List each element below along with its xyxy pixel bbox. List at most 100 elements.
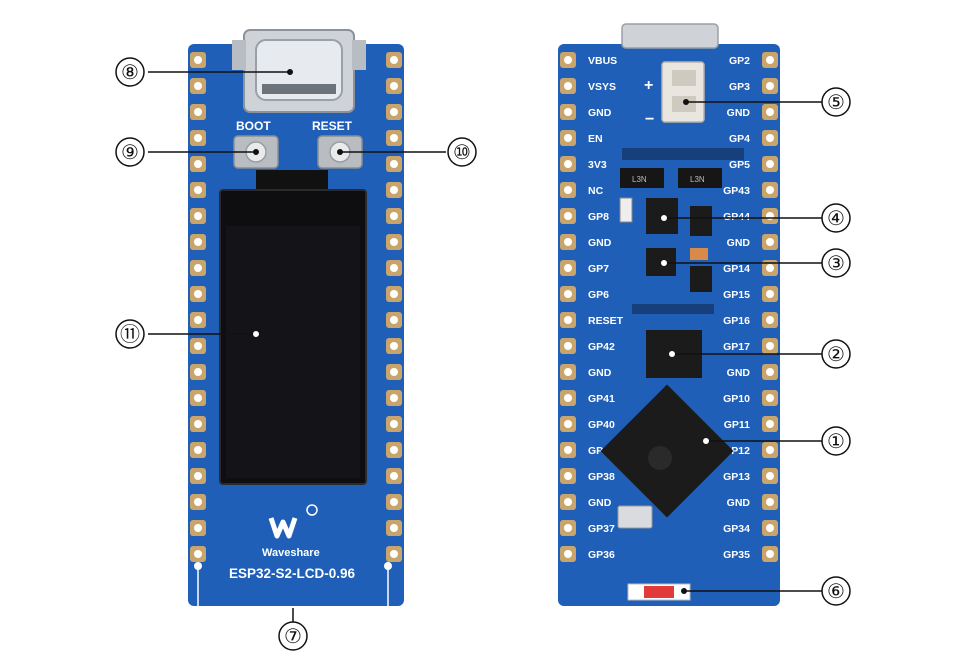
pin-label-left: GP42 (588, 341, 615, 353)
pin-label-right: GND (727, 497, 751, 509)
pin-label-left: GP6 (588, 289, 609, 301)
pin-label-left: GND (588, 367, 612, 379)
pin-label-left: VBUS (588, 55, 617, 67)
pin-hole (564, 368, 572, 376)
pin-label-left: GP38 (588, 471, 615, 483)
front-board: BOOT RESET Waveshare ESP32-S2-LCD-0.96 (188, 29, 404, 606)
pin-hole (564, 56, 572, 64)
test-pad-row (622, 148, 744, 160)
pin-label-left: NC (588, 185, 604, 197)
pin-label-right: GP10 (723, 393, 750, 405)
rgb-led (644, 586, 674, 598)
pin-hole (194, 498, 202, 506)
callouts: ⑧ ⑨ ⑩ ⑪ ⑦ ⑤ ④ ③ (115, 57, 851, 651)
pin-hole (564, 134, 572, 142)
pin-hole (766, 108, 774, 116)
pin-label-right: GP14 (723, 263, 750, 275)
pin-hole (390, 420, 398, 428)
pin-label-left: GND (588, 237, 612, 249)
pin-hole (766, 56, 774, 64)
ic-3 (646, 248, 676, 276)
pin-label-right: GND (727, 107, 751, 119)
pin-hole (194, 550, 202, 558)
callout-11: ⑪ (120, 323, 140, 346)
pin-label-left: 3V3 (588, 159, 607, 171)
pin-hole (194, 56, 202, 64)
pin-label-right: GP34 (723, 523, 750, 535)
pin-hole (766, 290, 774, 298)
pin-label-left: GP40 (588, 419, 615, 431)
pin-hole (194, 82, 202, 90)
pin-hole (390, 238, 398, 246)
pin-hole (390, 524, 398, 532)
pin-hole (390, 472, 398, 480)
pin-label-left: VSYS (588, 81, 616, 93)
pin-hole (564, 550, 572, 558)
pin-label-right: GP13 (723, 471, 750, 483)
pin-hole (564, 186, 572, 194)
pin-hole (564, 160, 572, 168)
pin-hole (194, 368, 202, 376)
pin-hole (564, 394, 572, 402)
inductor-left: L3N (620, 168, 664, 188)
pin-hole (564, 290, 572, 298)
pin-label-left: GP36 (588, 549, 615, 561)
pin-label-left: GP41 (588, 393, 615, 405)
pin-hole (390, 550, 398, 558)
pin-label-right: GP5 (729, 159, 750, 171)
pin-hole (564, 212, 572, 220)
pin-hole (194, 160, 202, 168)
callout-10: ⑩ (453, 142, 471, 164)
pin-hole (564, 524, 572, 532)
callout-2: ② (827, 344, 845, 366)
pin-hole (564, 264, 572, 272)
pin-label-right: GP44 (723, 211, 750, 223)
resistor (690, 248, 708, 260)
pin-hole (766, 446, 774, 454)
pin-label-left: GP37 (588, 523, 615, 535)
transistor (690, 266, 712, 292)
pin-label-left: GP7 (588, 263, 609, 275)
pin-hole (564, 472, 572, 480)
pin-label-left: GND (588, 107, 612, 119)
pin-label-left: EN (588, 133, 603, 145)
callout-6: ⑥ (827, 581, 845, 603)
pin-hole (564, 342, 572, 350)
battery-plus-label: + (644, 77, 653, 94)
pin-label-right: GP11 (724, 419, 750, 431)
callout-5: ⑤ (827, 92, 845, 114)
pin-label-right: GP43 (723, 185, 750, 197)
pin-label-left: GND (588, 497, 612, 509)
pin-hole (766, 524, 774, 532)
pin-label-left: RESET (588, 315, 624, 327)
callout-4: ④ (827, 208, 845, 230)
lcd-display (219, 170, 367, 485)
pin-hole (766, 212, 774, 220)
back-pin-pads (560, 52, 778, 562)
pin-label-right: GP35 (723, 549, 750, 561)
pin-hole (194, 212, 202, 220)
pin-hole (390, 342, 398, 350)
pin-hole (390, 446, 398, 454)
pin-label-right: GND (727, 237, 751, 249)
pin-hole (194, 446, 202, 454)
callout-8: ⑧ (121, 62, 139, 84)
pin-hole (766, 82, 774, 90)
pin-hole (564, 498, 572, 506)
pin-hole (194, 134, 202, 142)
pin-label-left: GP8 (588, 211, 609, 223)
pin-hole (564, 238, 572, 246)
pin-hole (194, 264, 202, 272)
pin-hole (766, 498, 774, 506)
pin-hole (194, 238, 202, 246)
resistor-array (632, 304, 714, 314)
logo-text: Waveshare (262, 547, 320, 559)
pin-hole (564, 108, 572, 116)
pin-label-right: GP17 (723, 341, 750, 353)
pin-hole (766, 342, 774, 350)
pin-label-right: GND (727, 367, 751, 379)
callout-3: ③ (827, 253, 845, 275)
pin-hole (194, 108, 202, 116)
